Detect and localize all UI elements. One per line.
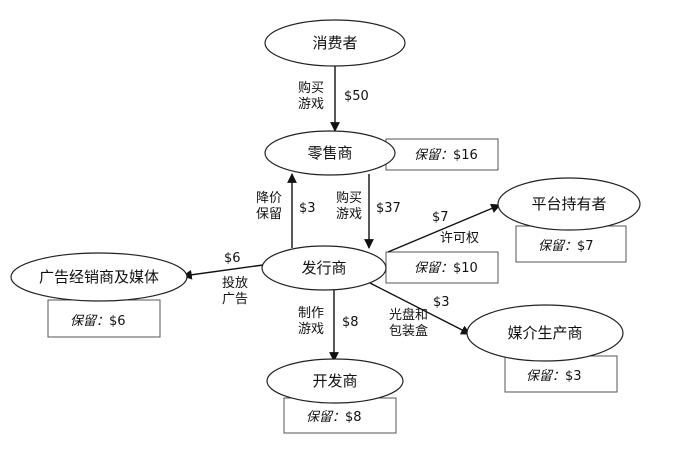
svg-text:$3: $3: [433, 295, 450, 310]
svg-text:零售商: 零售商: [307, 144, 352, 162]
developer-retain-box: 保留：$8: [283, 397, 397, 434]
node-publisher: 发行商: [261, 245, 387, 291]
svg-text:保留: 保留: [256, 207, 282, 222]
svg-text:$50: $50: [344, 89, 369, 104]
svg-text:许可权: 许可权: [440, 230, 479, 246]
node-developer: 开发商: [266, 358, 404, 404]
svg-text:包装盒: 包装盒: [389, 323, 428, 339]
svg-text:开发商: 开发商: [312, 372, 357, 390]
publisher-retain-box: 保留：$10: [385, 251, 499, 284]
svg-text:广告: 广告: [222, 292, 248, 307]
svg-text:$6: $6: [224, 251, 241, 266]
svg-text:保留：$16: 保留：$16: [414, 148, 478, 163]
node-advertiser: 广告经销商及媒体: [10, 252, 188, 302]
svg-text:媒介生产商: 媒介生产商: [507, 324, 582, 342]
svg-text:$8: $8: [342, 315, 359, 330]
edge-publisher-advertiser: $6 投放 广告: [182, 251, 264, 307]
edge-consumer-retailer: 购买 游戏 $50: [298, 64, 369, 132]
svg-text:投放: 投放: [222, 275, 248, 291]
svg-text:光盘和: 光盘和: [389, 307, 428, 323]
svg-text:购买: 购买: [298, 80, 324, 96]
svg-text:平台持有者: 平台持有者: [531, 195, 606, 213]
svg-text:保留：$6: 保留：$6: [70, 314, 126, 329]
svg-text:$37: $37: [376, 201, 401, 216]
svg-text:游戏: 游戏: [298, 97, 324, 112]
svg-text:购买: 购买: [336, 190, 362, 206]
edge-retailer-publisher: 购买 游戏 $37: [336, 174, 401, 249]
advertiser-retain-box: 保留：$6: [47, 299, 161, 338]
edge-publisher-media: $3 光盘和 包装盒: [369, 282, 471, 339]
svg-text:游戏: 游戏: [298, 322, 324, 337]
edge-publisher-developer: 制作 游戏 $8: [298, 289, 359, 362]
svg-text:发行商: 发行商: [301, 259, 346, 277]
node-platform: 平台持有者: [497, 177, 641, 231]
edge-publisher-platform: $7 许可权: [387, 203, 501, 253]
platform-retain-box: 保留：$7: [515, 225, 627, 263]
svg-text:广告经销商及媒体: 广告经销商及媒体: [39, 268, 159, 286]
svg-text:保留：$3: 保留：$3: [526, 369, 582, 384]
node-media: 媒介生产商: [466, 304, 624, 362]
edge-publisher-retailer: 降价 保留 $3: [256, 173, 316, 248]
svg-text:$3: $3: [299, 201, 316, 216]
svg-text:消费者: 消费者: [312, 34, 357, 52]
svg-text:$7: $7: [432, 210, 449, 225]
media-retain-box: 保留：$3: [504, 355, 618, 393]
svg-text:保留：$7: 保留：$7: [538, 239, 594, 254]
retailer-retain-box: 保留：$16: [385, 138, 499, 171]
svg-text:保留：$10: 保留：$10: [414, 261, 478, 276]
svg-text:保留：$8: 保留：$8: [306, 410, 362, 425]
svg-text:游戏: 游戏: [336, 207, 362, 222]
node-consumer: 消费者: [264, 19, 406, 67]
svg-text:制作: 制作: [298, 306, 324, 321]
svg-text:降价: 降价: [256, 191, 282, 206]
node-retailer: 零售商: [264, 130, 396, 176]
